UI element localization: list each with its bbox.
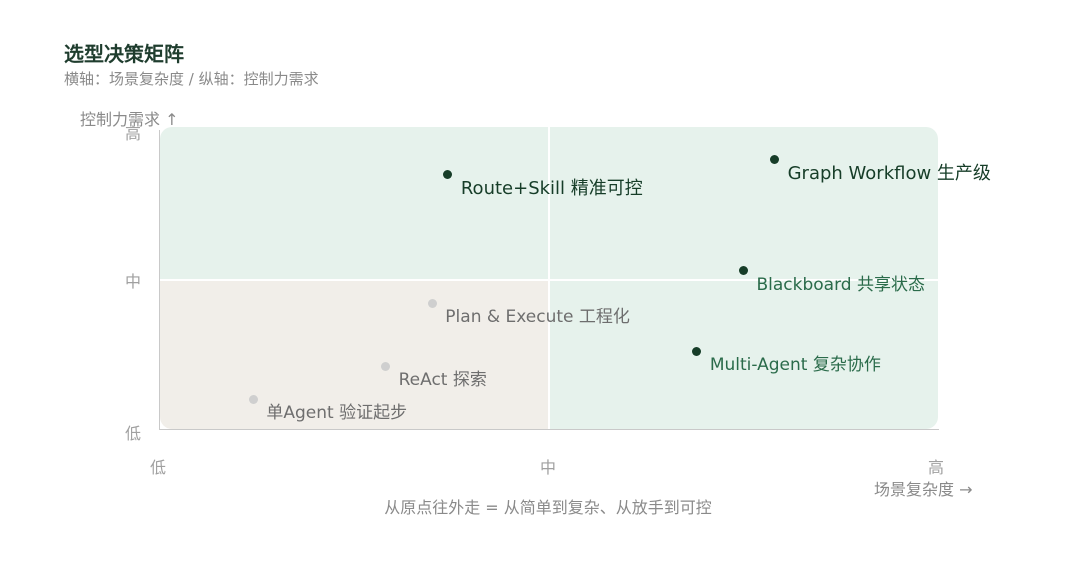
point-label: Route+Skill 精准可控 bbox=[460, 177, 643, 199]
point-label: Graph Workflow 生产级 bbox=[787, 162, 991, 184]
point-dot bbox=[692, 346, 702, 356]
quadrant-bottom-left bbox=[160, 281, 548, 429]
matrix-subtitle: 横轴：场景复杂度 / 纵轴：控制力需求 bbox=[64, 70, 319, 88]
y-tick-low: 低 bbox=[125, 424, 142, 443]
point-label: 单Agent 验证起步 bbox=[266, 403, 408, 424]
point-label: Blackboard 共享状态 bbox=[756, 274, 926, 295]
y-axis-label: 控制力需求 ↑ bbox=[80, 110, 179, 129]
quadrant-top-right bbox=[550, 127, 938, 279]
matrix-title: 选型决策矩阵 bbox=[64, 42, 184, 66]
point-dot bbox=[248, 394, 258, 404]
matrix-caption: 从原点往外走 = 从简单到复杂、从放手到可控 bbox=[384, 498, 712, 517]
x-tick-high: 高 bbox=[928, 458, 945, 477]
x-axis-line bbox=[159, 429, 939, 430]
y-tick-mid: 中 bbox=[125, 272, 142, 291]
point-label: ReAct 探索 bbox=[398, 370, 487, 391]
point-dot bbox=[739, 266, 748, 276]
point-label: Plan & Execute 工程化 bbox=[445, 307, 630, 328]
x-tick-mid: 中 bbox=[540, 458, 557, 477]
point-dot bbox=[381, 361, 391, 371]
point-dot bbox=[443, 170, 453, 180]
y-tick-high: 高 bbox=[125, 124, 142, 143]
x-axis-label: 场景复杂度 → bbox=[874, 480, 973, 499]
quadrant-top-left bbox=[160, 127, 548, 279]
point-dot bbox=[770, 155, 780, 165]
y-axis-line bbox=[159, 130, 160, 429]
point-dot bbox=[427, 298, 437, 308]
x-tick-low: 低 bbox=[150, 458, 167, 477]
quadrant-bottom-right bbox=[550, 281, 938, 429]
point-label: Multi-Agent 复杂协作 bbox=[709, 355, 881, 376]
